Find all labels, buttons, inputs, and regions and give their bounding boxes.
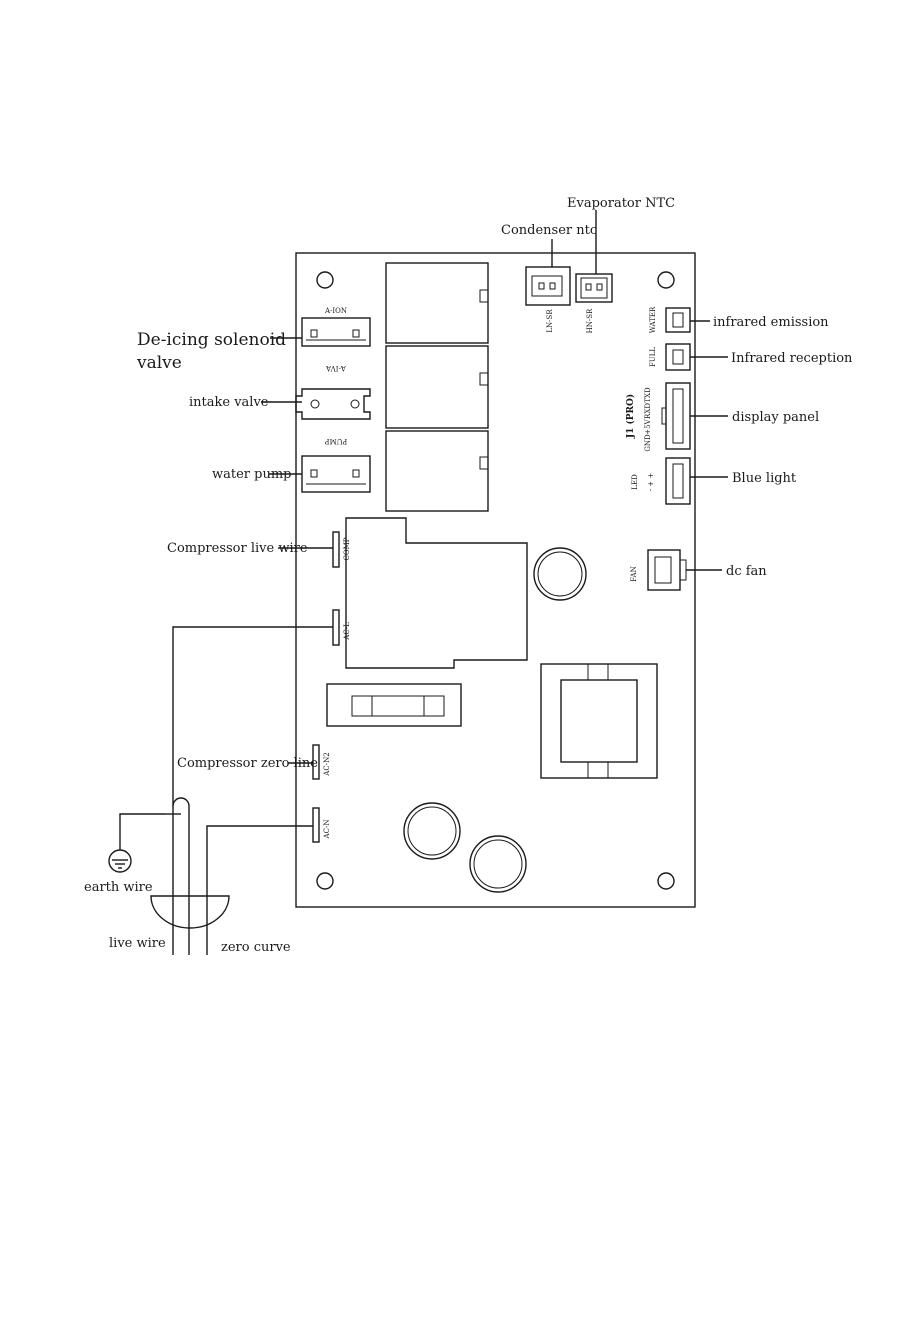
water-pump-label: water pump <box>212 467 292 482</box>
txd-silkscreen: TXD <box>644 387 652 403</box>
mounting-hole-top-left <box>316 271 334 289</box>
condenser-ntc-connector: LN-SR <box>525 266 571 333</box>
pcb-board <box>295 252 696 908</box>
pump-silkscreen: PUMP <box>325 437 348 445</box>
ac-n-silkscreen: AC-N <box>323 820 331 840</box>
live-wire-label: live wire <box>109 936 166 951</box>
a-iva-silkscreen: A-IVA <box>325 364 347 372</box>
fuse <box>326 683 462 727</box>
evaporator-ntc-label: Evaporator NTC <box>567 196 675 211</box>
water-silkscreen: WATER <box>649 306 657 333</box>
capacitor-2 <box>403 802 461 860</box>
display-panel-connector: J1 (PRO) TXD RXD +5V GND <box>625 382 691 452</box>
earth-symbol <box>108 849 132 873</box>
zero-curve-label: zero curve <box>221 940 291 955</box>
capacitor-1-inner <box>537 551 583 597</box>
mounting-holes <box>316 271 675 890</box>
infrared-reception-connector: FULL <box>649 343 691 371</box>
deicing-valve-connector: A-ION <box>301 307 371 347</box>
dc-fan-label: dc fan <box>726 564 767 579</box>
gnd-silkscreen: GND <box>644 434 652 452</box>
ac-l-silkscreen: AC-L <box>343 622 351 641</box>
relay-1 <box>385 262 489 344</box>
infrared-reception-label: Infrared reception <box>731 351 853 366</box>
blue-light-label: Blue light <box>732 471 797 486</box>
power-module <box>345 517 528 669</box>
plug-outline <box>150 895 230 929</box>
ac-n2-silkscreen: AC-N2 <box>323 752 331 776</box>
infrared-emission-connector: WATER <box>649 306 691 333</box>
comp-silkscreen: COMP <box>343 537 351 560</box>
led-pins-silkscreen: - + + <box>647 473 655 492</box>
display-panel-label: display panel <box>732 410 819 425</box>
full-silkscreen: FULL <box>649 347 657 367</box>
mounting-hole-bottom-right <box>657 872 675 890</box>
intake-valve-label: intake valve <box>189 395 269 410</box>
capacitor-3 <box>469 835 527 893</box>
water-pump-connector: PUMP <box>301 437 371 493</box>
comp-terminal: COMP <box>332 531 351 568</box>
infrared-emission-label: infrared emission <box>713 315 829 330</box>
j1-silkscreen: J1 (PRO) <box>625 394 636 439</box>
blue-light-connector: LED - + + <box>631 457 691 505</box>
compressor-zero-line-label: Compressor zero line <box>177 756 318 771</box>
relay-3 <box>385 430 489 512</box>
dc-fan-connector: FAN <box>630 549 687 591</box>
condenser-ntc-label: Condenser ntc <box>501 223 597 238</box>
relay-2 <box>385 345 489 429</box>
capacitor-2-inner <box>407 806 457 856</box>
ac-n-terminal: AC-N <box>312 807 331 843</box>
led-silkscreen: LED <box>631 474 639 490</box>
rxd-silkscreen: RXD <box>644 403 652 419</box>
mounting-hole-top-right <box>657 271 675 289</box>
ln-sr-silkscreen: LN-SR <box>546 309 554 333</box>
compressor-live-wire-label: Compressor live wire <box>167 541 308 556</box>
plus5v-silkscreen: +5V <box>644 418 652 434</box>
capacitor-1 <box>533 547 587 601</box>
ac-l-terminal: AC-L <box>332 609 351 646</box>
fan-silkscreen: FAN <box>630 566 638 581</box>
a-ion-silkscreen: A-ION <box>324 307 347 315</box>
mounting-hole-bottom-left <box>316 872 334 890</box>
transformer <box>540 663 658 779</box>
mains-wiring <box>108 626 333 955</box>
earth-wire-label: earth wire <box>84 880 153 895</box>
deicing-valve-label-1: De-icing solenoid <box>137 330 286 350</box>
intake-valve-connector: A-IVA <box>295 364 371 420</box>
leader-lines <box>261 210 728 764</box>
hn-sr-silkscreen: HN-SR <box>586 308 594 333</box>
deicing-valve-label-2: valve <box>136 353 182 373</box>
capacitor-3-inner <box>473 839 523 889</box>
ac-n2-terminal: AC-N2 <box>312 744 331 780</box>
evaporator-ntc-connector: HN-SR <box>575 273 613 333</box>
